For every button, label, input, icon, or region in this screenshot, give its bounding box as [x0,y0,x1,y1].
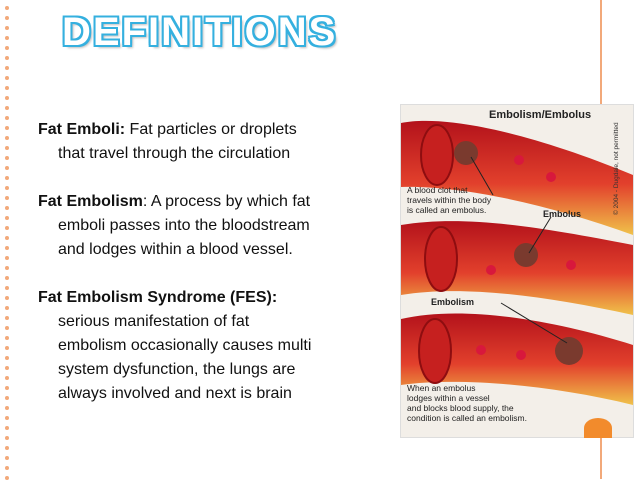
border-dot [5,76,9,80]
border-dot [5,416,9,420]
border-dot [5,456,9,460]
border-dot [5,276,9,280]
figure-title: Embolism/Embolus [489,109,592,121]
caption-line: and blocks blood supply, the [407,403,514,413]
border-dot [5,16,9,20]
border-dot [5,116,9,120]
border-dot [5,386,9,390]
border-dot [5,6,9,10]
caption-line: condition is called an embolism. [407,413,528,423]
border-dot [5,196,9,200]
definition-text: and lodges within a blood vessel. [58,241,293,258]
definition-term: Fat Emboli: [38,121,126,138]
border-dot [5,46,9,50]
border-dot [5,256,9,260]
definition-text: embolism occasionally causes multi [58,337,312,354]
label-embolus: Embolus [543,209,582,219]
border-dot [5,156,9,160]
definition-fat-embolism: Fat Embolism: A process by which fat emb… [38,190,403,262]
caption-line: lodges within a vessel [407,393,490,403]
definition-text: Fat particles or droplets [125,121,297,138]
border-dot [5,336,9,340]
border-dot [5,216,9,220]
border-dot [5,326,9,330]
blood-vessel-illustration [401,120,633,405]
copyright-text: © 2004 - Dugdale, not permitted [613,122,620,215]
definition-text: serious manifestation of fat [58,313,250,330]
border-dot [5,286,9,290]
definition-term: Fat Embolism [38,193,143,210]
border-dot [5,26,9,30]
border-dot [5,376,9,380]
border-dot [5,56,9,60]
border-dot [5,226,9,230]
border-dot [5,306,9,310]
definition-text: system dysfunction, the lungs are [58,361,296,378]
left-border-dots [4,0,10,480]
border-dot [5,166,9,170]
border-dot [5,476,9,480]
accent-shape [584,418,612,438]
border-dot [5,466,9,470]
border-dot [5,436,9,440]
border-dot [5,246,9,250]
border-dot [5,96,9,100]
caption-line: is called an embolus. [407,205,487,215]
definition-text: that travel through the circulation [58,145,291,162]
definition-text: always involved and next is brain [58,385,292,402]
border-dot [5,426,9,430]
slide-title: DEFINITIONS [62,10,338,54]
border-dot [5,36,9,40]
border-dot [5,396,9,400]
border-dot [5,266,9,270]
definition-term: Fat Embolism Syndrome (FES): [38,289,278,306]
definition-fat-emboli: Fat Emboli: Fat particles or droplets th… [38,118,403,166]
border-dot [5,446,9,450]
border-dot [5,136,9,140]
figure-caption-top: A blood clot that travels within the bod… [407,185,491,215]
border-dot [5,366,9,370]
caption-line: When an embolus [407,383,476,393]
border-dot [5,346,9,350]
definition-text: : A process by which fat [142,193,311,210]
border-dot [5,126,9,130]
definitions-list: Fat Emboli: Fat particles or droplets th… [38,118,403,430]
border-dot [5,206,9,210]
definition-text: emboli passes into the bloodstream [58,217,310,234]
border-dot [5,146,9,150]
definition-fes: Fat Embolism Syndrome (FES): serious man… [38,286,403,406]
embolism-illustration: Embolism/Embolus A blood clot that trave… [400,104,634,438]
border-dot [5,176,9,180]
figure-caption-bottom: When an embolus lodges within a vessel a… [407,383,527,423]
border-dot [5,236,9,240]
border-dot [5,86,9,90]
border-dot [5,106,9,110]
label-embolism: Embolism [431,297,475,307]
border-dot [5,186,9,190]
caption-line: A blood clot that [407,185,468,195]
border-dot [5,296,9,300]
border-dot [5,406,9,410]
border-dot [5,356,9,360]
caption-line: travels within the body [407,195,492,205]
border-dot [5,66,9,70]
border-dot [5,316,9,320]
